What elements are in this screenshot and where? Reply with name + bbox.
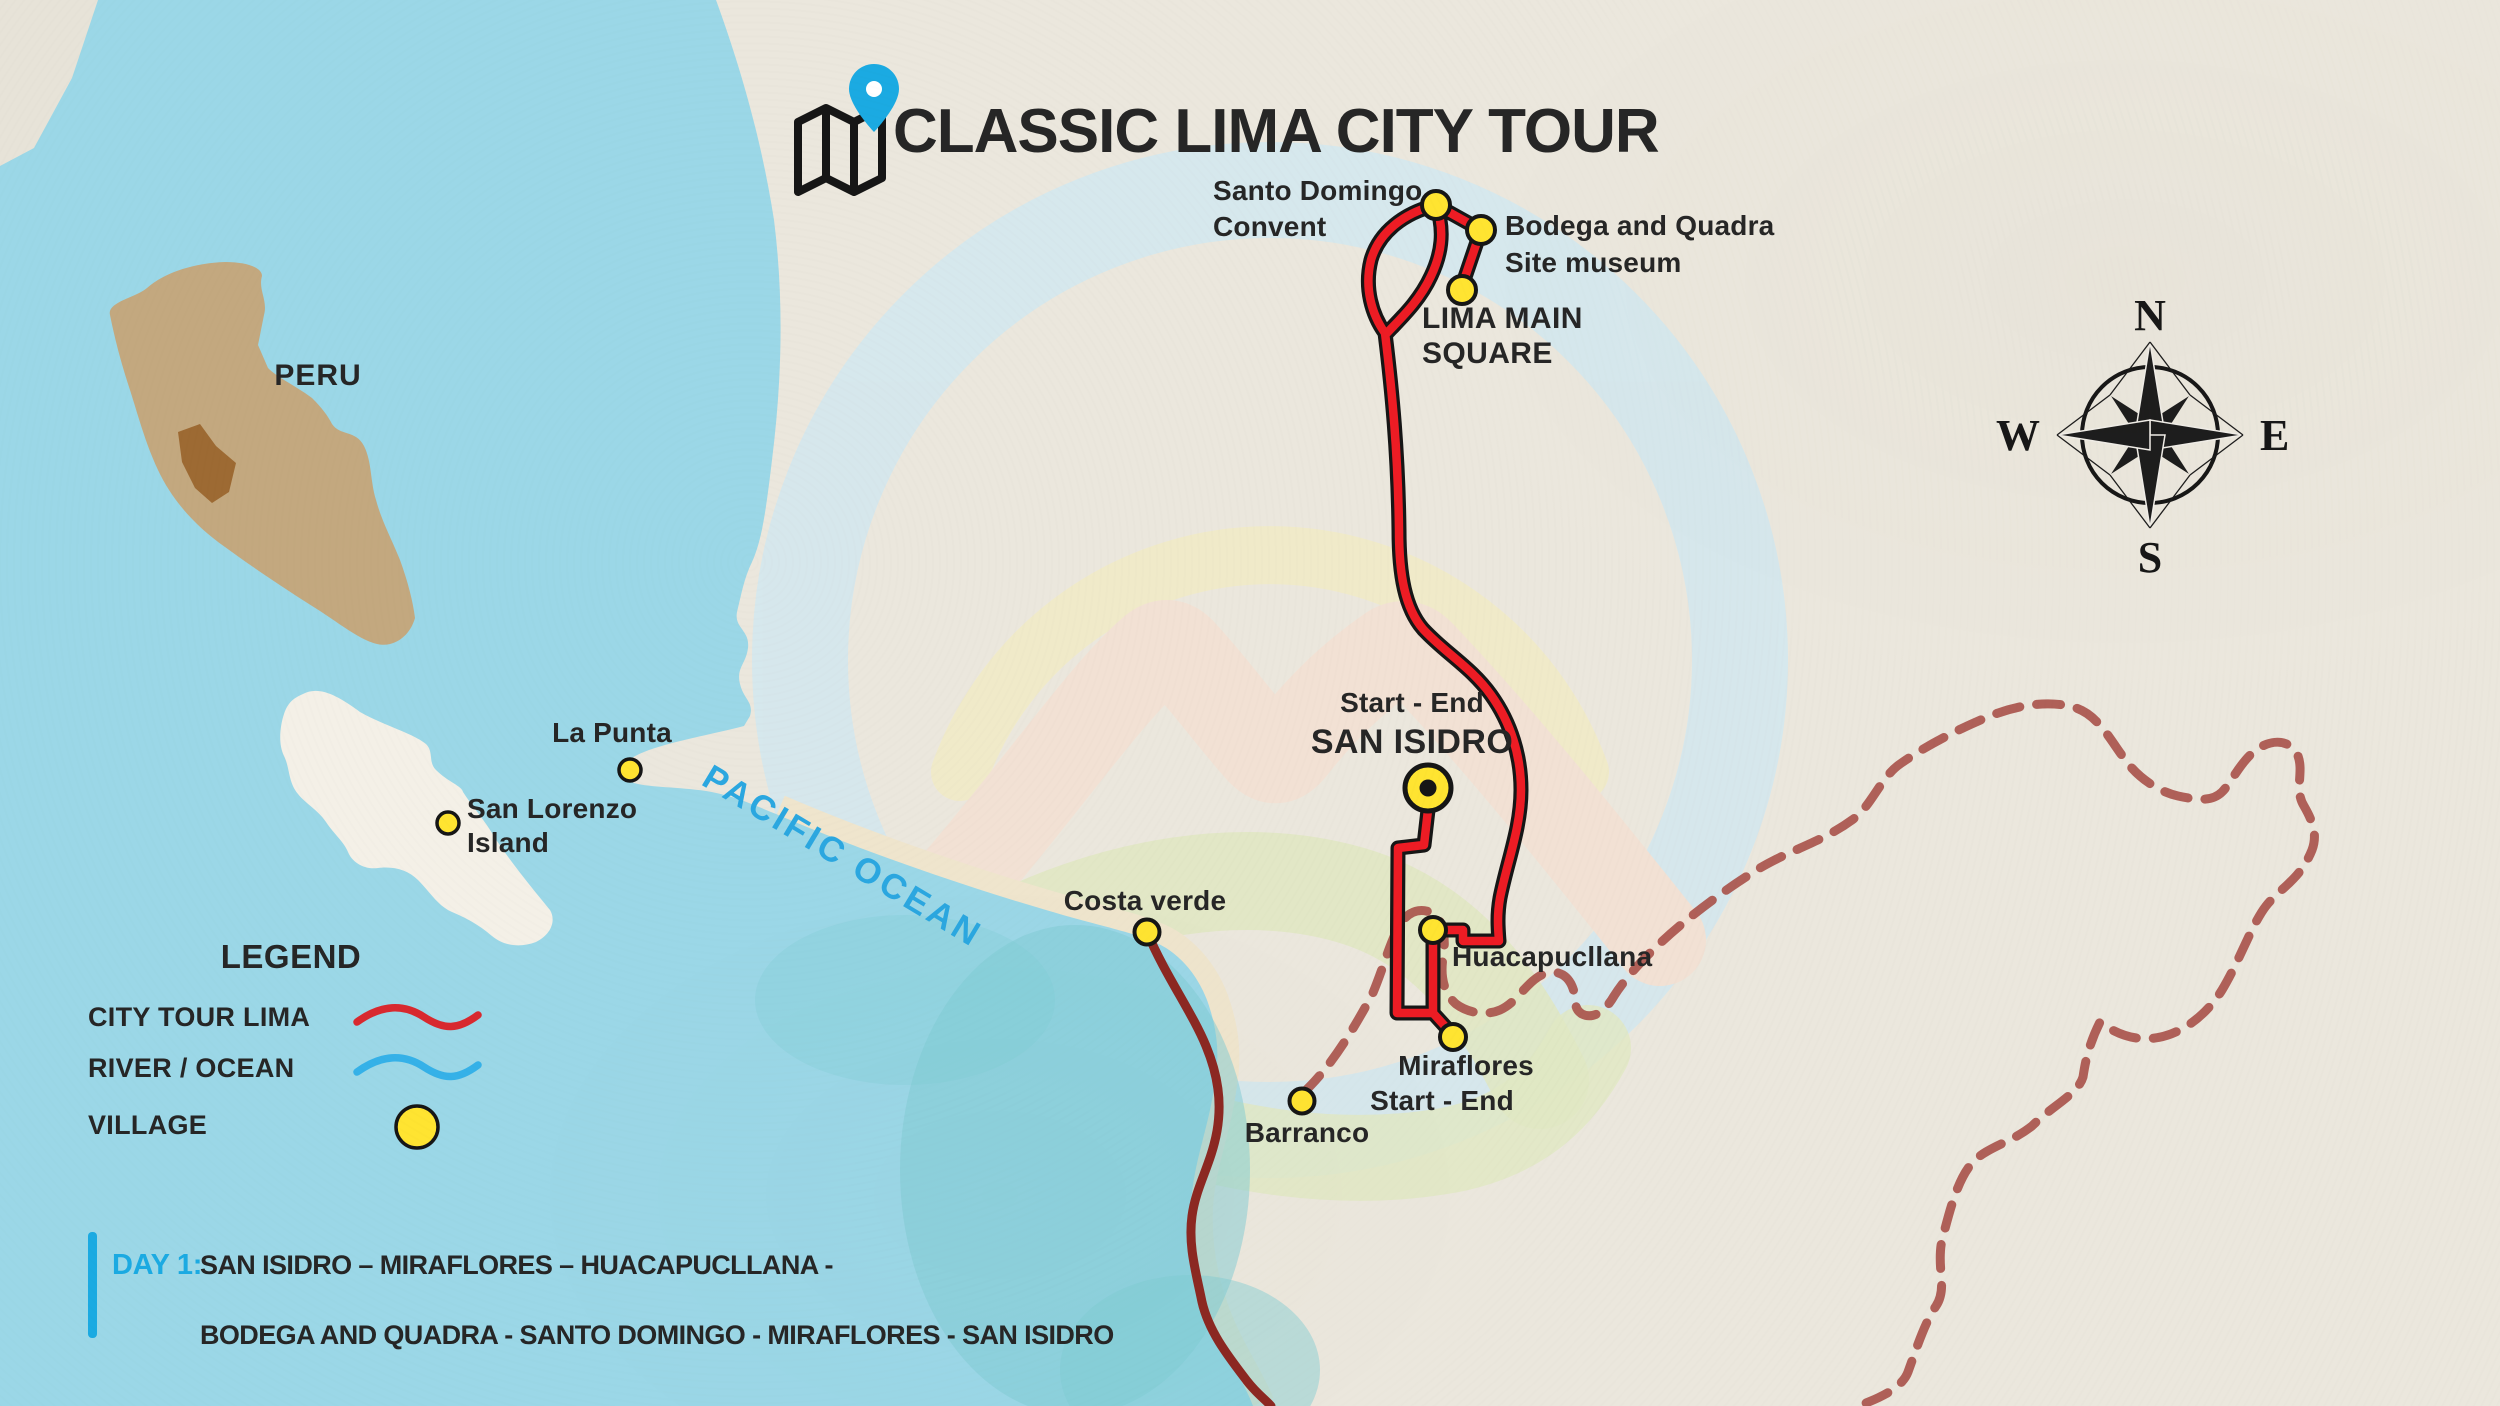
costa-verde-road <box>1142 927 1276 1406</box>
folded-map-icon <box>794 104 886 196</box>
label-san-isidro: SAN ISIDRO <box>1311 723 1513 761</box>
paper-corner-patch <box>0 0 98 166</box>
label-huacapucllana: Huacapucllana <box>1452 941 1652 972</box>
legend-item-city-tour: CITY TOUR LIMA <box>88 1002 310 1032</box>
marker-san-isidro <box>1402 762 1454 814</box>
peru-lima-region-highlight <box>178 424 236 503</box>
label-costa-verde: Costa verde <box>1064 885 1227 916</box>
compass-rose: N S W E <box>1996 291 2289 582</box>
label-bodega-1: Bodega and Quadra <box>1505 210 1775 241</box>
compass-n: N <box>2134 291 2166 340</box>
label-bodega-2: Site museum <box>1505 247 1681 278</box>
itinerary-block: DAY 1: SAN ISIDRO – MIRAFLORES – HUACAPU… <box>88 1232 1114 1350</box>
route-line-swatch <box>353 1004 482 1031</box>
marker-lima-main-square <box>1446 274 1478 306</box>
label-santo-domingo-1: Santo Domingo <box>1213 175 1422 206</box>
label-barranco: Barranco <box>1245 1117 1370 1148</box>
label-miraflores-start-end: Start - End <box>1370 1085 1514 1116</box>
legend-item-river-ocean: RIVER / OCEAN <box>88 1053 294 1083</box>
marker-san-lorenzo <box>435 810 461 836</box>
stop-markers <box>435 189 1497 1116</box>
watermark-mountains <box>894 600 1706 986</box>
marker-huacapucllana <box>1418 915 1448 945</box>
label-miraflores: Miraflores <box>1398 1050 1534 1081</box>
label-lima-main-square-2: SQUARE <box>1422 337 1553 370</box>
peru-inset-map: PERU <box>109 262 416 645</box>
itinerary-line-2: BODEGA AND QUADRA - SANTO DOMINGO - MIRA… <box>200 1320 1114 1350</box>
district-boundary-dashed <box>1298 699 2319 1406</box>
compass-w: W <box>1996 411 2040 460</box>
label-la-punta: La Punta <box>552 717 672 748</box>
compass-e: E <box>2260 411 2289 460</box>
itinerary-accent-bar <box>88 1232 97 1338</box>
legend-title: LEGEND <box>221 938 362 975</box>
itinerary-line-1: SAN ISIDRO – MIRAFLORES – HUACAPUCLLANA … <box>200 1250 833 1280</box>
label-san-isidro-start-end: Start - End <box>1340 687 1484 718</box>
marker-barranco <box>1287 1086 1317 1116</box>
page-title: CLASSIC LIMA CITY TOUR <box>893 97 1659 166</box>
map-with-pin-icon <box>794 64 899 196</box>
marker-bodega <box>1465 214 1497 246</box>
marker-la-punta <box>617 757 643 783</box>
peru-country-shape <box>109 262 416 645</box>
label-san-lorenzo-2: Island <box>467 827 549 858</box>
itinerary-day-label: DAY 1: <box>112 1249 202 1281</box>
legend-item-village: VILLAGE <box>88 1110 207 1140</box>
water-line-swatch <box>353 1054 482 1081</box>
watermark-yellow-arc <box>931 526 1609 801</box>
marker-costa-verde <box>1132 917 1162 947</box>
village-dot-swatch <box>394 1104 440 1150</box>
peru-label: PERU <box>274 359 361 392</box>
legend: LEGEND CITY TOUR LIMA RIVER / OCEAN VILL… <box>88 938 482 1150</box>
map-title: CLASSIC LIMA CITY TOUR <box>794 64 1660 196</box>
label-lima-main-square-1: LIMA MAIN <box>1422 302 1583 335</box>
marker-santo-domingo <box>1420 189 1452 221</box>
sea-teal-patches <box>755 915 1320 1406</box>
san-lorenzo-island <box>280 690 553 946</box>
marker-miraflores <box>1438 1022 1468 1052</box>
location-pin-icon <box>849 64 899 132</box>
label-santo-domingo-2: Convent <box>1213 211 1326 242</box>
label-san-lorenzo-1: San Lorenzo <box>467 793 637 824</box>
compass-s: S <box>2138 533 2162 582</box>
